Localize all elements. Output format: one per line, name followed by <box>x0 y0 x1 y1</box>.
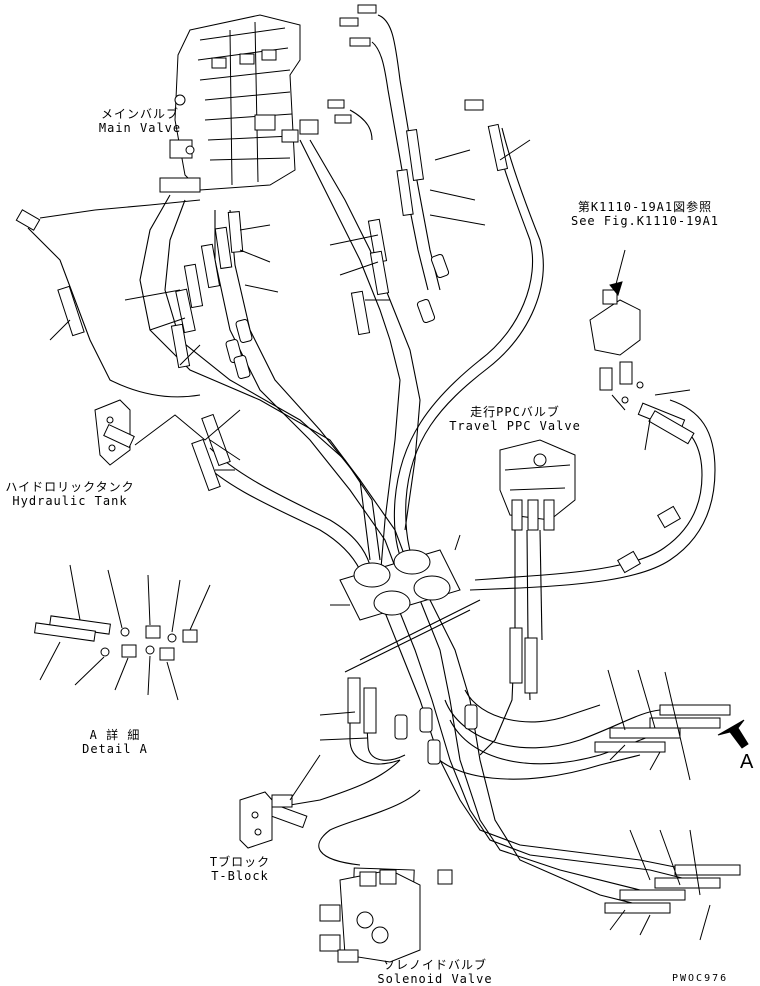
hose-fittings <box>57 123 695 883</box>
detail-a-label-en: Detail A <box>82 742 148 756</box>
hydraulic-tank-label-jp: ハイドロリックタンク <box>5 480 135 494</box>
arrow-a-label: A <box>740 751 754 773</box>
hose-routes <box>27 14 716 906</box>
view-arrow-a <box>717 719 749 749</box>
right-end-fittings <box>594 704 741 914</box>
top-fittings <box>15 4 484 231</box>
hose-clamps <box>225 253 478 765</box>
see-fig-label-en: See Fig.K1110-19A1 <box>570 214 720 228</box>
t-block-label-jp: Tブロック <box>209 855 271 869</box>
see-fig-label: 第K1110-19A1図参照 See Fig.K1110-19A1 <box>560 200 730 228</box>
detail-a-parts <box>34 564 211 701</box>
main-valve-drawing <box>159 14 319 193</box>
main-valve-label-en: Main Valve <box>98 121 182 135</box>
hydraulic-tank-fitting <box>94 399 241 466</box>
see-fig-label-jp: 第K1110-19A1図参照 <box>577 200 713 214</box>
travel-ppc-label: 走行PPCバルブ Travel PPC Valve <box>445 405 585 433</box>
fig-valve-drawing <box>589 249 644 404</box>
solenoid-valve-drawing <box>319 869 453 963</box>
t-block-label: Tブロック T-Block <box>200 855 280 883</box>
travel-ppc-label-en: Travel PPC Valve <box>449 419 581 433</box>
detail-a-label: A 詳 細 Detail A <box>70 728 160 756</box>
detail-a-label-jp: A 詳 細 <box>89 728 141 742</box>
main-valve-label-jp: メインバルブ <box>100 107 179 121</box>
hydraulic-tank-label-en: Hydraulic Tank <box>12 494 128 508</box>
center-clamp-assembly <box>339 549 461 621</box>
solenoid-label: ソレノイドバルブ Solenoid Valve <box>370 958 500 986</box>
right-clamps <box>617 505 681 574</box>
t-block-drawing <box>239 791 293 849</box>
hydraulic-tank-label: ハイドロリックタンク Hydraulic Tank <box>0 480 140 508</box>
travel-ppc-label-jp: 走行PPCバルブ <box>470 405 560 419</box>
drawing-code: PWOC976 <box>672 973 729 984</box>
t-block-label-en: T-Block <box>211 869 269 883</box>
leader-lines <box>49 139 711 941</box>
travel-ppc-valve-drawing <box>499 439 576 531</box>
main-valve-label: メインバルブ Main Valve <box>90 107 190 135</box>
solenoid-label-jp: ソレノイドバルブ <box>382 958 487 972</box>
solenoid-label-en: Solenoid Valve <box>377 972 493 986</box>
